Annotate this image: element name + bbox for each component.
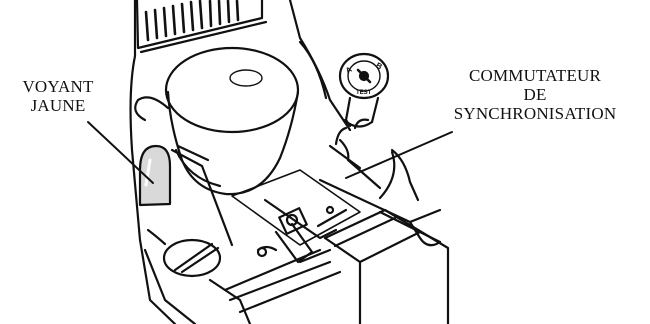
cone-button [166, 48, 298, 194]
commutateur-label-line2: DE [420, 85, 650, 104]
commutateur-label-line1: COMMUTATEUR [420, 66, 650, 85]
dial-mark-bottom: TEST [356, 90, 372, 96]
voyant-label-line2: JAUNE [4, 96, 112, 115]
dial-mark-right: B [374, 61, 384, 72]
vent-panel [137, 0, 266, 52]
commutateur-synchronisation-label: COMMUTATEUR DE SYNCHRONISATION [420, 66, 650, 123]
screw [148, 230, 220, 276]
led-area [135, 97, 170, 205]
commutateur-leader-line [346, 132, 452, 178]
commutateur-label-line3: SYNCHRONISATION [420, 104, 650, 123]
housing-right-edge [290, 0, 350, 130]
right-housing [320, 120, 440, 246]
voyant-jaune-label: VOYANT JAUNE [4, 77, 112, 115]
voyant-label-line1: VOYANT [4, 77, 112, 96]
probe-wire [172, 150, 232, 245]
